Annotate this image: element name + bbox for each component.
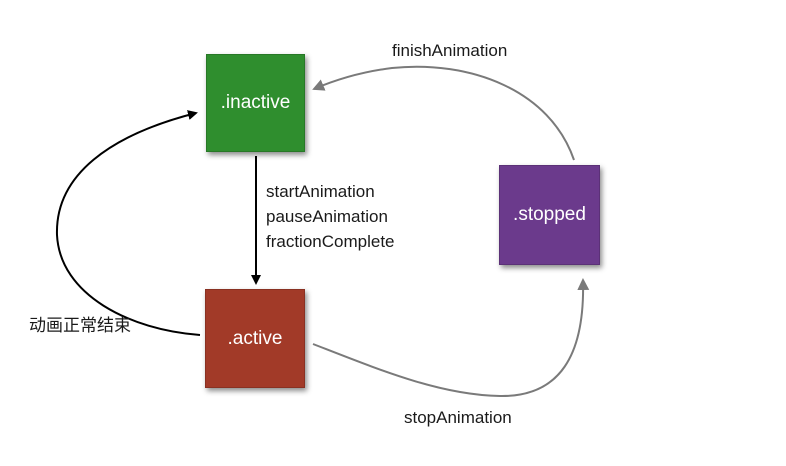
state-active-node: .active [205, 289, 305, 388]
state-stopped-node: .stopped [499, 165, 600, 265]
state-inactive-label: .inactive [220, 92, 291, 113]
normal-end-label: 动画正常结束 [29, 316, 131, 335]
pause-animation-label: pauseAnimation [266, 207, 388, 226]
finish-animation-label: finishAnimation [392, 41, 508, 60]
fraction-complete-label: fractionComplete [266, 232, 395, 251]
state-active-label: .active [227, 327, 283, 349]
finish-arrow [312, 65, 575, 161]
start-animation-label: startAnimation [266, 182, 375, 201]
state-inactive-node: .inactive [206, 54, 305, 152]
stop-animation-label: stopAnimation [404, 408, 512, 427]
state-stopped-label: .stopped [513, 204, 586, 225]
normal-end-arrow [55, 110, 201, 336]
start-pause-fraction-labels: startAnimation pauseAnimation fractionCo… [266, 179, 395, 254]
stop-arrow [312, 278, 590, 398]
